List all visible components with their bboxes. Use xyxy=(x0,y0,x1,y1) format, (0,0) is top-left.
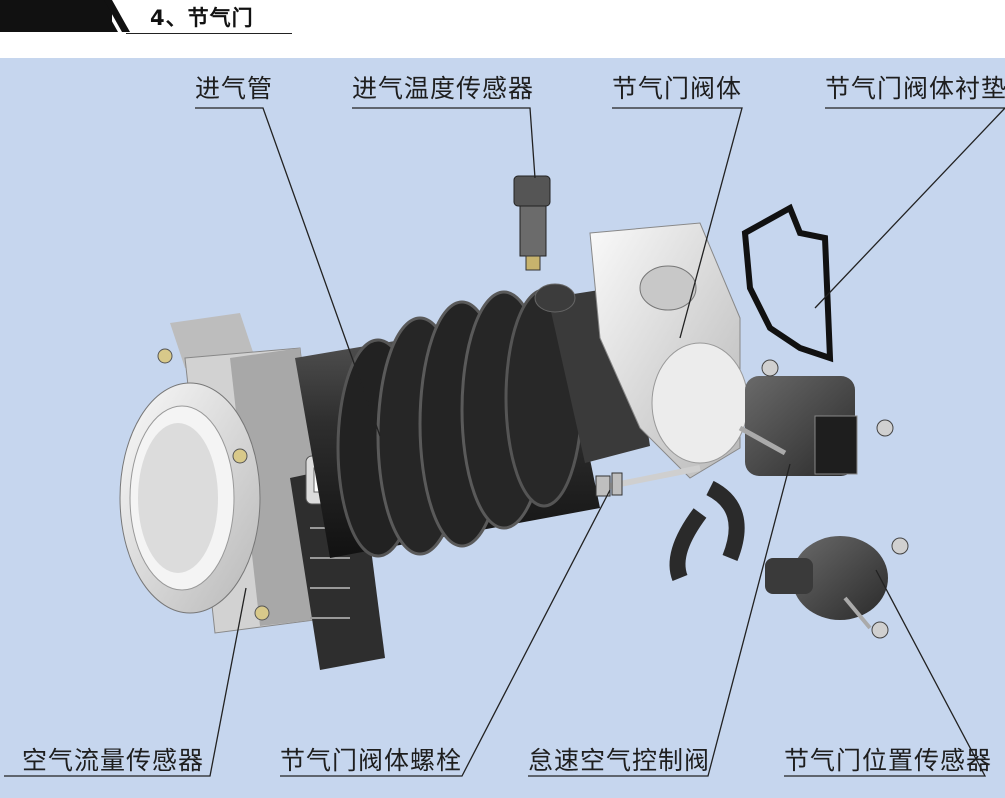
label-throttle-position-sensor: 节气门位置传感器 xyxy=(784,746,993,775)
throttle-assembly-illustration xyxy=(4,107,1005,777)
label-throttle-body: 节气门阀体 xyxy=(612,74,743,103)
throttle-gasket-part xyxy=(741,203,834,363)
throttle-body-part xyxy=(589,222,749,581)
throttle-body-bolt-part xyxy=(595,465,701,497)
label-throttle-body-bolt: 节气门阀体螺栓 xyxy=(280,746,463,775)
leader-lines xyxy=(4,107,1005,777)
throttle-position-sensor-part xyxy=(765,536,909,639)
intake-pipe-part xyxy=(295,283,650,558)
header-underline xyxy=(126,33,292,34)
label-air-flow-sensor: 空气流量传感器 xyxy=(22,746,205,775)
label-throttle-body-gasket: 节气门阀体衬垫 xyxy=(825,74,1005,103)
section-title: 4、节气门 xyxy=(150,6,254,30)
label-idle-air-control-valve: 怠速空气控制阀 xyxy=(528,746,711,775)
label-intake-temp-sensor: 进气温度传感器 xyxy=(352,74,535,103)
idle-air-control-valve-part xyxy=(738,359,894,476)
throttle-diagram: 进气管 进气温度传感器 节气门阀体 节气门阀体衬垫 空气流量传感器 节气门阀体螺… xyxy=(0,58,1005,798)
label-intake-pipe: 进气管 xyxy=(195,74,274,103)
page-header: 4、节气门 xyxy=(0,0,1005,58)
intake-temp-sensor-part xyxy=(513,175,551,271)
header-stripe-icon xyxy=(86,0,130,32)
air-flow-sensor-part xyxy=(119,313,331,634)
